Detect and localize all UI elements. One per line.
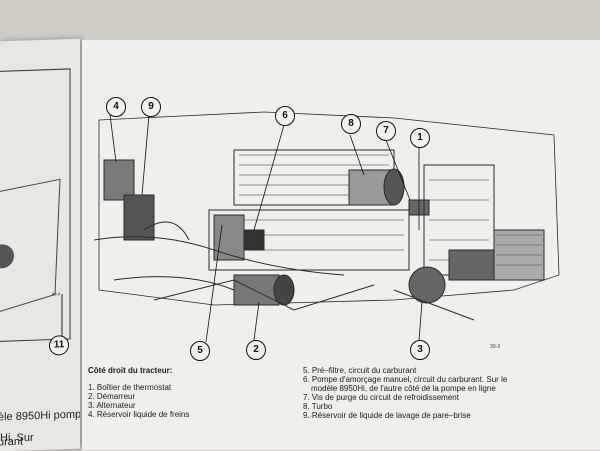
figure-code: 30-3 [490,344,501,350]
callout-6: 6 [275,106,295,126]
legend-item-8: 8. Turbo [303,402,333,411]
legend-item-7: 7. Vis de purge du circuit de refroidiss… [303,393,459,402]
callout-4: 4 [106,97,126,117]
legend-item-1: 1. Boîtier de thermostat [88,383,172,392]
legend-item-4: 4. Réservoir liquide de freins [88,410,190,419]
left-page-illustration [0,68,71,343]
legend-left: 1. Boîtier de thermostat 2. Démarreur 3.… [88,383,189,419]
legend-item-5: 5. Pré–filtre, circuit du carburant [303,366,417,375]
callout-8: 8 [341,114,361,134]
callout-2: 2 [246,340,266,360]
legend-item-2: 2. Démarreur [88,392,136,401]
legend-right: 5. Pré–filtre, circuit du carburant 6. P… [303,366,507,420]
callout-7: 7 [376,121,396,141]
left-page-code: 80-9 [52,291,61,297]
legend-item-9: 9. Réservoir de liquide de lavage de par… [303,411,471,420]
caption-heading: Côté droit du tracteur: [88,366,173,375]
callout-9: 9 [141,97,161,117]
legend-item-6: 6. Pompe d'amorçage manuel, circuit du c… [303,375,508,384]
callout-3: 3 [410,340,430,360]
legend-item-6-continued: modèle 8950Hi, de l'autre côté de la pom… [311,384,496,393]
left-facing-page: 80-9 11 èle 8950Hi pompe urant [0,38,80,451]
legend-item-3: 3. Alternateur [88,401,136,410]
callout-5: 5 [190,341,210,361]
engine-diagram [94,111,560,343]
left-text-line-3: Hi. Sur [0,432,34,444]
callout-1: 1 [410,128,430,148]
